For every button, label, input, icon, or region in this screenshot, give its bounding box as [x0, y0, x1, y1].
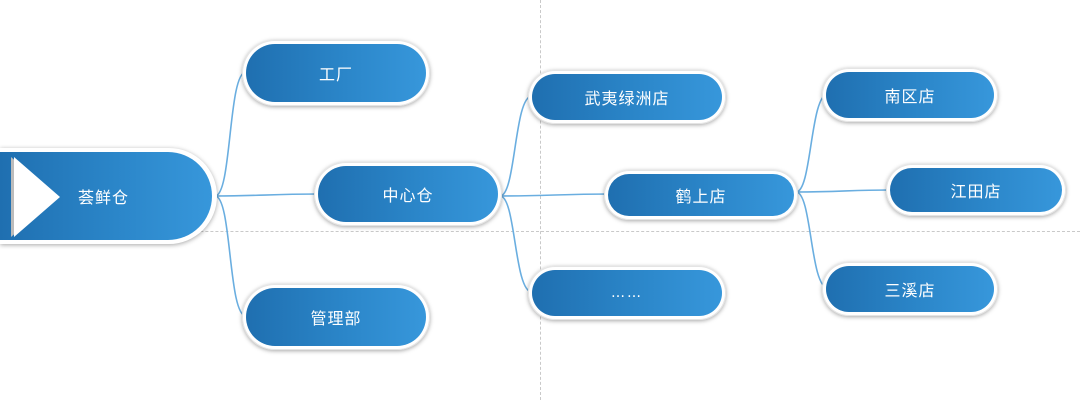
- link-heshang-jiangtian: [795, 189, 891, 193]
- link-root-factory: [214, 71, 247, 197]
- node-central[interactable]: 中心仓: [314, 162, 502, 226]
- node-jiangtian[interactable]: 江田店: [886, 164, 1066, 216]
- link-central-more: [499, 195, 533, 293]
- link-root-central: [214, 193, 319, 197]
- link-heshang-sanxi: [795, 191, 829, 289]
- horizontal-guide-line: [0, 231, 1080, 232]
- node-heshang[interactable]: 鹤上店: [604, 170, 798, 220]
- node-management-label: 管理部: [246, 288, 426, 346]
- root-node[interactable]: 荟鲜仓: [0, 148, 217, 244]
- link-central-wuyi: [499, 95, 533, 197]
- node-sanxi-label: 三溪店: [826, 266, 994, 312]
- node-management[interactable]: 管理部: [242, 284, 430, 350]
- node-more[interactable]: ……: [528, 266, 726, 320]
- node-wuyi[interactable]: 武夷绿洲店: [528, 70, 726, 124]
- root-arrow-icon: [14, 157, 60, 237]
- link-central-heshang: [499, 193, 611, 197]
- node-heshang-label: 鹤上店: [608, 174, 794, 216]
- node-factory-label: 工厂: [246, 44, 426, 102]
- node-nanqu-label: 南区店: [826, 72, 994, 118]
- node-sanxi[interactable]: 三溪店: [822, 262, 998, 316]
- node-more-label: ……: [532, 270, 722, 316]
- link-root-management: [214, 195, 247, 317]
- node-factory[interactable]: 工厂: [242, 40, 430, 106]
- vertical-guide-line: [540, 0, 541, 400]
- node-central-label: 中心仓: [318, 166, 498, 222]
- node-wuyi-label: 武夷绿洲店: [532, 74, 722, 120]
- node-nanqu[interactable]: 南区店: [822, 68, 998, 122]
- node-jiangtian-label: 江田店: [890, 168, 1062, 212]
- link-heshang-nanqu: [795, 93, 829, 193]
